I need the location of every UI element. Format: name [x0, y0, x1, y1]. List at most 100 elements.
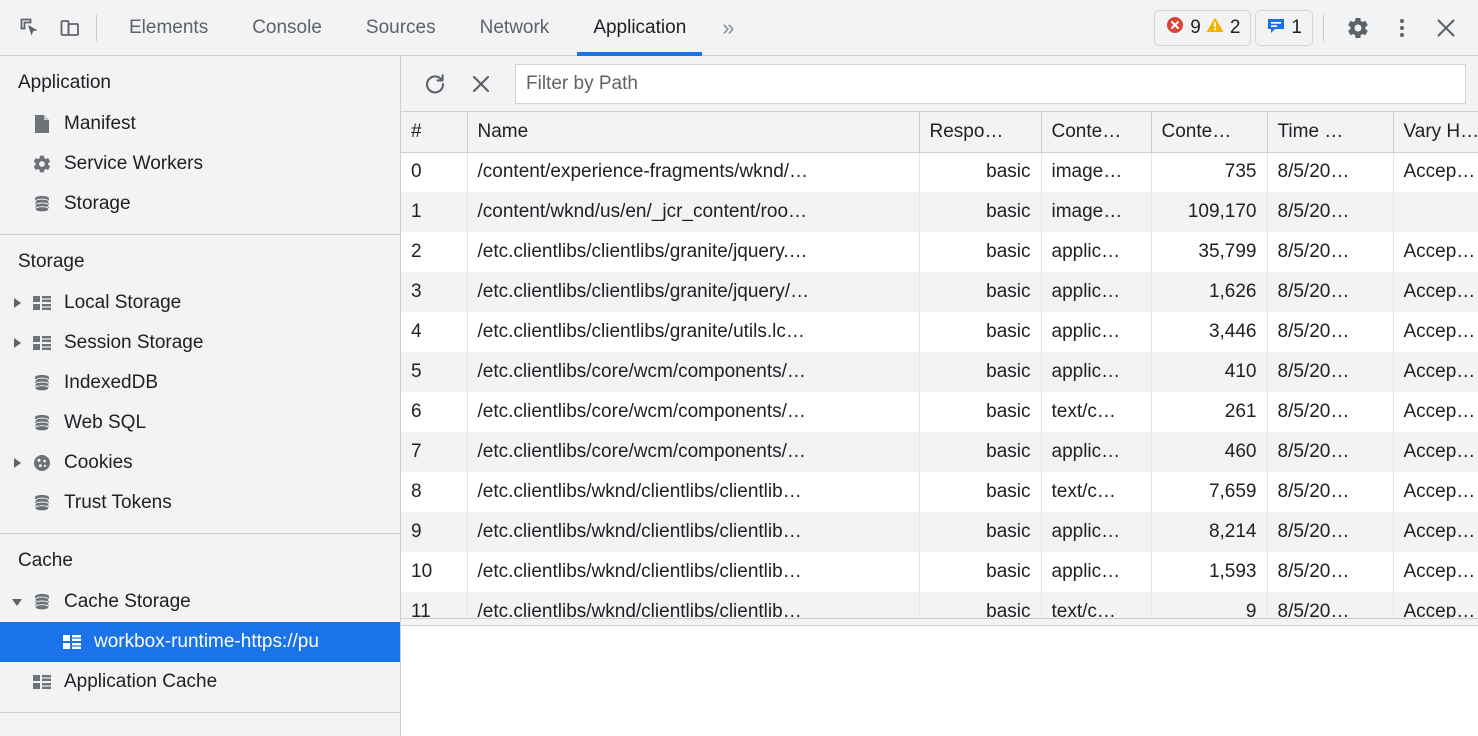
column-header-time-cached[interactable]: Time …	[1267, 112, 1393, 152]
cell-ct: text/c…	[1041, 592, 1151, 619]
message-bubble-icon	[1266, 15, 1286, 40]
table-row[interactable]: 10/etc.clientlibs/wknd/clientlibs/client…	[401, 552, 1478, 592]
database-icon	[30, 193, 54, 215]
table-grid-icon	[60, 631, 84, 653]
cache-entries-grid-container[interactable]: # Name Respo… Conte… Conte… Time … Vary …	[401, 112, 1478, 619]
cell-time: 8/5/20…	[1267, 512, 1393, 552]
cell-time: 8/5/20…	[1267, 192, 1393, 232]
cell-time: 8/5/20…	[1267, 272, 1393, 312]
tab-elements[interactable]: Elements	[107, 0, 230, 56]
device-toolbar-icon[interactable]	[50, 8, 90, 48]
sidebar-item-workbox-runtime-cache[interactable]: workbox-runtime-https://pu	[0, 622, 400, 662]
messages-counter-group[interactable]: 1	[1255, 10, 1313, 46]
cell-resp: basic	[919, 592, 1041, 619]
table-row[interactable]: 2/etc.clientlibs/clientlibs/granite/jque…	[401, 232, 1478, 272]
refresh-icon[interactable]	[415, 64, 455, 104]
table-row[interactable]: 4/etc.clientlibs/clientlibs/granite/util…	[401, 312, 1478, 352]
gear-icon[interactable]	[1338, 8, 1378, 48]
cell-resp: basic	[919, 152, 1041, 192]
manifest-document-icon	[30, 113, 54, 135]
cell-cl: 35,799	[1151, 232, 1267, 272]
column-header-content-length[interactable]: Conte…	[1151, 112, 1267, 152]
chevron-right-icon[interactable]	[8, 338, 26, 348]
cell-cl: 8,214	[1151, 512, 1267, 552]
chevron-right-icon[interactable]	[8, 298, 26, 308]
column-header-response-type[interactable]: Respo…	[919, 112, 1041, 152]
sidebar-item-session-storage[interactable]: Session Storage	[0, 323, 400, 363]
sidebar-item-label: Storage	[64, 193, 131, 215]
cell-vary: Accep…	[1393, 272, 1478, 312]
panel-splitter[interactable]	[401, 619, 1478, 626]
close-icon[interactable]	[1426, 8, 1466, 48]
sidebar-section-storage: Storage Local Storage	[0, 235, 400, 534]
cell-resp: basic	[919, 392, 1041, 432]
cell-ct: applic…	[1041, 432, 1151, 472]
cell-vary: Accep…	[1393, 232, 1478, 272]
warning-count-badge[interactable]: 2	[1205, 15, 1241, 40]
tab-sources[interactable]: Sources	[344, 0, 458, 56]
cell-vary: Accep…	[1393, 432, 1478, 472]
table-row[interactable]: 0/content/experience-fragments/wknd/…bas…	[401, 152, 1478, 192]
error-count-badge[interactable]: 9	[1165, 15, 1201, 40]
table-row[interactable]: 6/etc.clientlibs/core/wcm/components/…ba…	[401, 392, 1478, 432]
table-row[interactable]: 11/etc.clientlibs/wknd/clientlibs/client…	[401, 592, 1478, 619]
more-tabs-icon[interactable]: »	[708, 0, 748, 56]
message-count: 1	[1291, 17, 1302, 39]
chevron-right-icon[interactable]	[8, 458, 26, 468]
cell-idx: 10	[401, 552, 467, 592]
cell-cl: 410	[1151, 352, 1267, 392]
table-row[interactable]: 7/etc.clientlibs/core/wcm/components/…ba…	[401, 432, 1478, 472]
delete-x-icon[interactable]	[461, 64, 501, 104]
sidebar-item-cookies[interactable]: Cookies	[0, 443, 400, 483]
cell-vary: Accep…	[1393, 392, 1478, 432]
filter-by-path-input[interactable]	[515, 64, 1466, 104]
issues-counter-group[interactable]: 9 2	[1154, 10, 1251, 46]
message-count-badge[interactable]: 1	[1266, 15, 1302, 40]
table-grid-icon	[30, 292, 54, 314]
sidebar-item-indexeddb[interactable]: IndexedDB	[0, 363, 400, 403]
sidebar-item-storage[interactable]: Storage	[0, 184, 400, 224]
tab-network[interactable]: Network	[458, 0, 572, 56]
cell-idx: 8	[401, 472, 467, 512]
sidebar-item-manifest[interactable]: Manifest	[0, 104, 400, 144]
sidebar-item-local-storage[interactable]: Local Storage	[0, 283, 400, 323]
cell-time: 8/5/20…	[1267, 592, 1393, 619]
table-row[interactable]: 5/etc.clientlibs/core/wcm/components/…ba…	[401, 352, 1478, 392]
table-row[interactable]: 9/etc.clientlibs/wknd/clientlibs/clientl…	[401, 512, 1478, 552]
chevron-down-icon[interactable]	[8, 599, 26, 606]
kebab-menu-icon[interactable]	[1382, 8, 1422, 48]
cell-ct: text/c…	[1041, 392, 1151, 432]
cell-resp: basic	[919, 552, 1041, 592]
cookie-icon	[30, 452, 54, 474]
inspect-element-icon[interactable]	[10, 8, 50, 48]
column-header-vary-header[interactable]: Vary H…	[1393, 112, 1478, 152]
application-sidebar: Application Manifest	[0, 56, 401, 736]
database-icon	[30, 492, 54, 514]
tab-label: Console	[252, 17, 322, 39]
table-row[interactable]: 8/etc.clientlibs/wknd/clientlibs/clientl…	[401, 472, 1478, 512]
sidebar-item-label: Web SQL	[64, 412, 146, 434]
cell-resp: basic	[919, 192, 1041, 232]
cell-idx: 3	[401, 272, 467, 312]
sidebar-item-web-sql[interactable]: Web SQL	[0, 403, 400, 443]
sidebar-item-service-workers[interactable]: Service Workers	[0, 144, 400, 184]
column-header-index[interactable]: #	[401, 112, 467, 152]
kebab-dot	[1400, 33, 1404, 37]
cell-cl: 1,593	[1151, 552, 1267, 592]
sidebar-item-application-cache[interactable]: Application Cache	[0, 662, 400, 702]
cell-name: /etc.clientlibs/wknd/clientlibs/clientli…	[467, 592, 919, 619]
sidebar-item-trust-tokens[interactable]: Trust Tokens	[0, 483, 400, 523]
cell-time: 8/5/20…	[1267, 432, 1393, 472]
sidebar-item-cache-storage[interactable]: Cache Storage	[0, 582, 400, 622]
tab-console[interactable]: Console	[230, 0, 344, 56]
section-title-application: Application	[0, 56, 400, 104]
tab-application[interactable]: Application	[571, 0, 708, 56]
table-row[interactable]: 3/etc.clientlibs/clientlibs/granite/jque…	[401, 272, 1478, 312]
column-header-content-type[interactable]: Conte…	[1041, 112, 1151, 152]
table-row[interactable]: 1/content/wknd/us/en/_jcr_content/roo…ba…	[401, 192, 1478, 232]
column-header-name[interactable]: Name	[467, 112, 919, 152]
sidebar-item-label: Trust Tokens	[64, 492, 172, 514]
sidebar-section-application: Application Manifest	[0, 56, 400, 235]
cell-resp: basic	[919, 232, 1041, 272]
cell-name: /etc.clientlibs/wknd/clientlibs/clientli…	[467, 472, 919, 512]
